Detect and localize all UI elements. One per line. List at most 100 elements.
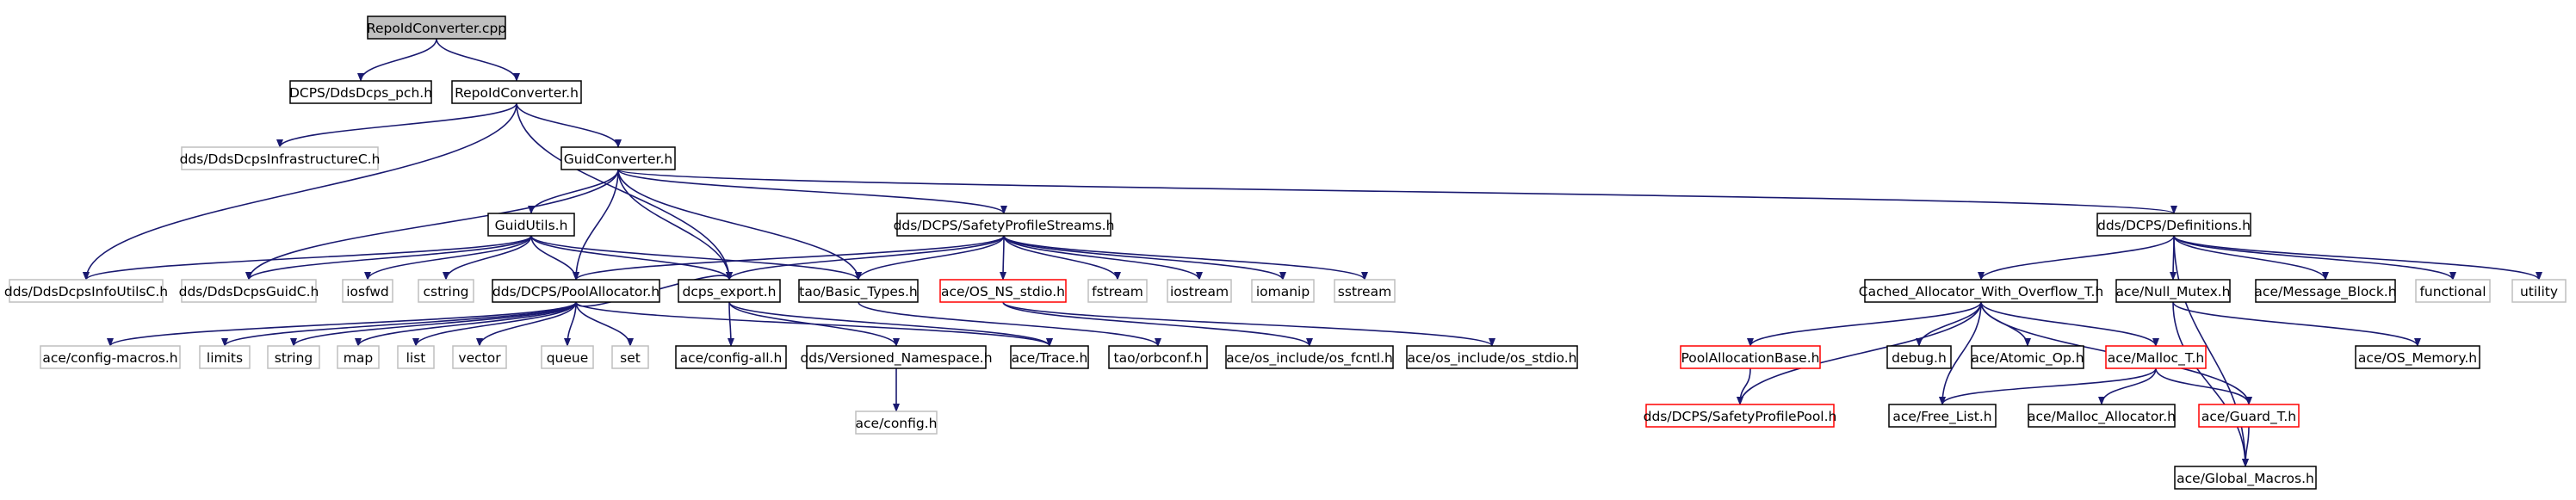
graph-node-free-list[interactable]: ace/Free_List.h bbox=[1888, 404, 1997, 428]
node-label: ace/Message_Block.h bbox=[2254, 284, 2396, 300]
edge-n_null_mutex-to-n_global_macros bbox=[2172, 301, 2249, 467]
node-label: sstream bbox=[1338, 284, 1391, 299]
node-box bbox=[560, 146, 676, 170]
graph-node-orbconf[interactable]: tao/orbconf.h bbox=[1108, 345, 1208, 369]
graph-node-malloc-allocator[interactable]: ace/Malloc_Allocator.h bbox=[2028, 404, 2176, 428]
node-box bbox=[1406, 345, 1578, 369]
node-label: Cached_Allocator_With_Overflow_T.h bbox=[1859, 284, 2103, 300]
node-label: ace/Null_Mutex.h bbox=[2115, 284, 2230, 300]
edges-layer bbox=[83, 38, 2542, 467]
edge-n_safetyprofilestreams-to-n_iomanip bbox=[1003, 235, 1286, 281]
edge-n_poolallocator-to-n_vector bbox=[476, 301, 577, 347]
node-label: dds/DCPS/SafetyProfileStreams.h bbox=[894, 218, 1115, 233]
edge-n_safetyprofilestreams-to-n_iostream bbox=[1003, 235, 1203, 281]
node-box bbox=[2105, 345, 2207, 369]
graph-node-os-fcntl[interactable]: ace/os_include/os_fcntl.h bbox=[1225, 345, 1394, 369]
node-label: ace/config-macros.h bbox=[42, 350, 177, 366]
node-box bbox=[798, 279, 919, 303]
graph-node-definitions[interactable]: dds/DCPS/Definitions.h bbox=[2096, 213, 2251, 237]
node-label: ace/OS_Memory.h bbox=[2358, 350, 2477, 367]
graph-node-repoidconverter-h[interactable]: RepoIdConverter.h bbox=[451, 80, 582, 104]
node-box bbox=[267, 345, 320, 369]
graph-node-versioned-ns[interactable]: dds/Versioned_Namespace.h bbox=[800, 345, 993, 369]
graph-node-poolallocator[interactable]: dds/DCPS/PoolAllocator.h bbox=[492, 279, 660, 303]
graph-node-null-mutex[interactable]: ace/Null_Mutex.h bbox=[2115, 279, 2231, 303]
graph-node-message-block[interactable]: ace/Message_Block.h bbox=[2254, 279, 2397, 303]
edge-n_malloc_t-to-n_free_list bbox=[1939, 367, 2157, 405]
graph-node-ace-config: ace/config.h bbox=[855, 410, 938, 435]
graph-node-functional: functional bbox=[2415, 279, 2491, 303]
edge-n_poolallocator-to-n_config_macros bbox=[107, 301, 577, 347]
edge-n_poolallocator-to-n_set bbox=[575, 301, 634, 347]
node-label: ace/Free_List.h bbox=[1892, 409, 1991, 425]
node-box bbox=[289, 80, 432, 104]
node-box bbox=[1680, 345, 1821, 369]
graph-node-trace[interactable]: ace/Trace.h bbox=[1010, 345, 1089, 369]
graph-node-safetyprofilepool: dds/DCPS/SafetyProfilePool.h bbox=[1644, 404, 1836, 428]
edge-n_definitions-to-n_utility bbox=[2173, 235, 2542, 281]
edge-n_safetyprofilestreams-to-n_dcps_export bbox=[726, 235, 1005, 281]
node-box bbox=[1645, 404, 1835, 428]
graph-node-ddsdcps-pch[interactable]: DCPS/DdsDcps_pch.h bbox=[289, 80, 432, 104]
node-label: ace/Malloc_Allocator.h bbox=[2028, 409, 2176, 425]
edge-n_repoidconverter_cpp-to-n_ddsdcps_pch bbox=[357, 38, 437, 82]
node-box bbox=[397, 345, 435, 369]
edge-n_guidconverter-to-n_guidc bbox=[245, 169, 619, 281]
node-box bbox=[1251, 279, 1315, 303]
graph-node-dcps-export[interactable]: dcps_export.h bbox=[678, 279, 781, 303]
graph-node-global-macros[interactable]: ace/Global_Macros.h bbox=[2174, 466, 2317, 490]
edge-n_malloc_t-to-n_malloc_allocator bbox=[2098, 367, 2157, 405]
node-box bbox=[1167, 279, 1232, 303]
graph-node-malloc-t: ace/Malloc_T.h bbox=[2105, 345, 2207, 369]
edge-n_cached_allocator-to-n_poolallocationbase bbox=[1747, 301, 1982, 347]
edge-n_os_ns_stdio-to-n_os_stdio bbox=[1002, 301, 1495, 347]
graph-node-safetyprofilestreams[interactable]: dds/DCPS/SafetyProfileStreams.h bbox=[894, 213, 1115, 237]
node-box bbox=[342, 279, 393, 303]
graph-node-debug[interactable]: debug.h bbox=[1886, 345, 1952, 369]
node-box bbox=[939, 279, 1067, 303]
node-box bbox=[855, 410, 938, 435]
node-label: ace/config-all.h bbox=[680, 350, 783, 366]
graph-node-limits: limits bbox=[199, 345, 251, 369]
graph-node-os-memory[interactable]: ace/OS_Memory.h bbox=[2355, 345, 2480, 369]
edge-n_definitions-to-n_cached_allocator bbox=[1978, 235, 2175, 281]
graph-node-atomic-op[interactable]: ace/Atomic_Op.h bbox=[1971, 345, 2084, 369]
graph-node-vector: vector bbox=[452, 345, 507, 369]
node-box bbox=[2511, 279, 2567, 303]
graph-node-os-stdio[interactable]: ace/os_include/os_stdio.h bbox=[1406, 345, 1578, 369]
graph-node-guidconverter[interactable]: GuidConverter.h bbox=[560, 146, 676, 170]
graph-node-guidc: dds/DdsDcpsGuidC.h bbox=[179, 279, 319, 303]
graph-node-infrastructurec: dds/DdsDcpsInfrastructureC.h bbox=[180, 146, 380, 170]
edge-n_guidutils-to-n_basic_types bbox=[530, 235, 862, 281]
node-label: dds/DCPS/PoolAllocator.h bbox=[492, 284, 659, 299]
node-label: ace/config.h bbox=[856, 416, 938, 431]
node-label: dds/DdsDcpsInfoUtilsC.h bbox=[4, 284, 168, 299]
node-label: dds/DdsDcpsGuidC.h bbox=[179, 284, 319, 299]
node-label: tao/orbconf.h bbox=[1114, 350, 1203, 366]
node-label: cstring bbox=[423, 284, 468, 299]
graph-node-list: list bbox=[397, 345, 435, 369]
graph-node-basic-types[interactable]: tao/Basic_Types.h bbox=[798, 279, 919, 303]
node-label: iosfwd bbox=[346, 284, 389, 299]
edge-n_basic_types-to-n_orbconf bbox=[858, 301, 1161, 347]
edge-n_null_mutex-to-n_os_memory bbox=[2172, 301, 2421, 347]
graph-node-cstring: cstring bbox=[418, 279, 474, 303]
node-label: PoolAllocationBase.h bbox=[1681, 350, 1820, 366]
graph-node-guidutils[interactable]: GuidUtils.h bbox=[487, 213, 575, 237]
graph-node-cached-allocator[interactable]: Cached_Allocator_With_Overflow_T.h bbox=[1859, 279, 2103, 303]
graph-node-queue: queue bbox=[541, 345, 594, 369]
edge-n_poolallocator-to-n_limits bbox=[221, 301, 577, 347]
graph-node-repoidconverter-cpp[interactable]: RepoIdConverter.cpp bbox=[367, 15, 506, 40]
node-label: dcps_export.h bbox=[683, 284, 777, 300]
node-box bbox=[675, 345, 787, 369]
graph-node-set: set bbox=[611, 345, 649, 369]
node-label: ace/Global_Macros.h bbox=[2177, 471, 2314, 487]
graph-node-fstream: fstream bbox=[1087, 279, 1148, 303]
node-box bbox=[40, 345, 181, 369]
node-label: queue bbox=[547, 350, 589, 366]
edge-n_poolallocationbase-to-n_safetyprofilepool bbox=[1737, 367, 1751, 405]
edge-n_guidconverter-to-n_basic_types bbox=[617, 169, 862, 281]
edge-n_cached_allocator-to-n_malloc_t bbox=[1980, 301, 2159, 347]
edge-n_safetyprofilestreams-to-n_poolallocator bbox=[573, 235, 1005, 281]
graph-node-config-all[interactable]: ace/config-all.h bbox=[675, 345, 787, 369]
